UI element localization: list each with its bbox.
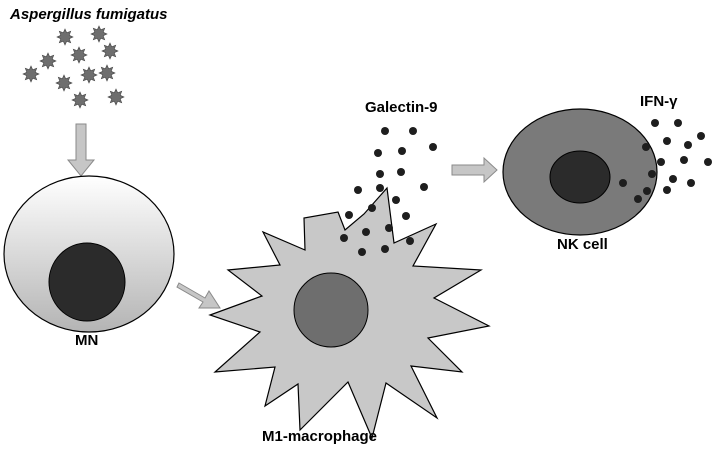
cytokine-dot [376,184,384,192]
cytokine-dot [651,119,659,127]
cytokine-dot [669,175,677,183]
cytokine-dot [376,170,384,178]
spore-cluster [22,25,125,109]
mn-nucleus [48,242,126,322]
cytokine-dot [398,147,406,155]
pathogen-label: Aspergillus fumigatus [9,6,168,23]
cytokine-dot [381,245,389,253]
cytokine-dot [663,137,671,145]
cytokine-dot [687,179,695,187]
galectin-label: Galectin-9 [365,99,438,116]
nk-nucleus [549,150,611,204]
cytokine-dot [385,224,393,232]
spore-icon [90,25,108,43]
macrophage-label: M1-macrophage [262,428,377,445]
cytokine-dot [674,119,682,127]
cytokine-dot [362,228,370,236]
cytokine-dot [368,204,376,212]
spore-icon [80,66,98,84]
cytokine-dot [354,186,362,194]
spore-icon [107,88,125,106]
cytokine-dot [406,237,414,245]
nk-cell-label: NK cell [557,236,608,253]
cytokine-dot [684,141,692,149]
cytokine-dot [634,195,642,203]
spore-icon [56,28,74,46]
spore-icon [98,64,116,82]
cytokine-dot [392,196,400,204]
spore-icon [22,65,40,83]
cytokine-dot [381,127,389,135]
cytokine-dot [704,158,712,166]
cytokine-dot [402,212,410,220]
ifn-gamma-dots [619,119,712,203]
cytokine-dot [429,143,437,151]
mn-to-macrophage-arrow [176,282,221,309]
cytokine-dot [420,183,428,191]
spore-icon [71,91,89,109]
cytokine-dot [397,168,405,176]
spore-icon [55,74,73,92]
cytokine-dot [340,234,348,242]
spore-icon [39,52,57,70]
cytokine-dot [642,143,650,151]
cytokine-dot [663,186,671,194]
cytokine-dot [680,156,688,164]
down-arrow [66,123,96,177]
macrophage-nucleus [293,272,369,348]
cytokine-dot [358,248,366,256]
cytokine-dot [619,179,627,187]
spore-icon [101,42,119,60]
cytokine-dot [374,149,382,157]
mn-label: MN [75,332,98,349]
cytokine-dot [643,187,651,195]
spore-icon [70,46,88,64]
cytokine-dot [345,211,353,219]
cytokine-dot [648,170,656,178]
galectin-to-nk-arrow [451,156,498,184]
cytokine-dot [697,132,705,140]
cytokine-dot [657,158,665,166]
cytokine-dot [409,127,417,135]
ifn-label: IFN-γ [640,93,678,110]
galectin-dots [340,127,437,256]
